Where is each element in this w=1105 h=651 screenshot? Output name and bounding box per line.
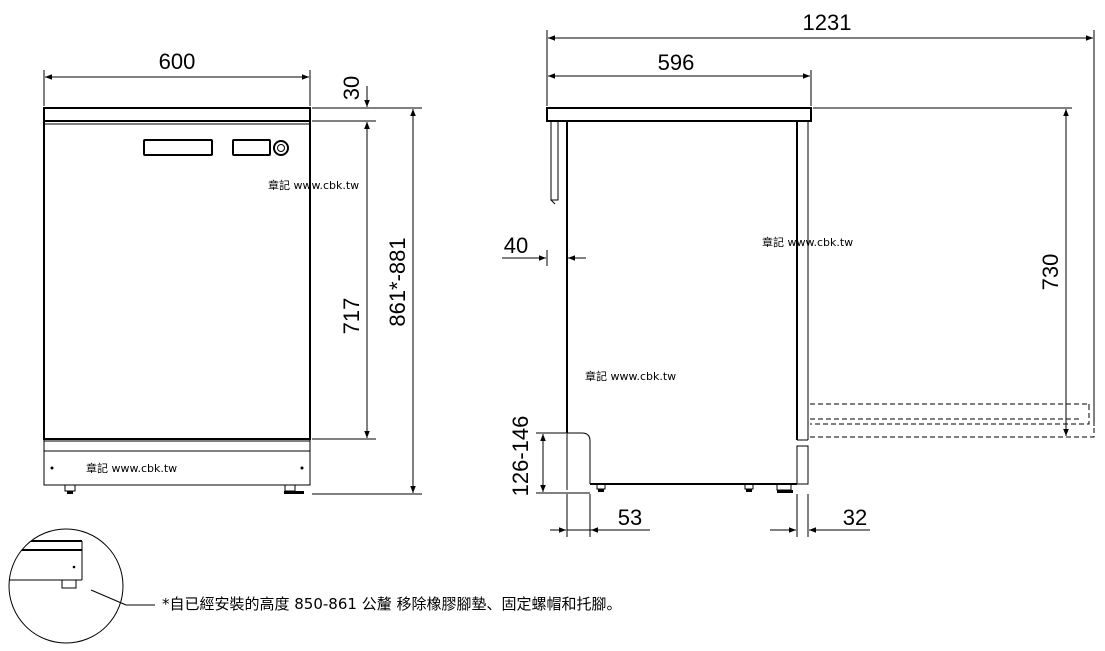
front-view: [43, 70, 422, 495]
dim-side-depth-open: 1231: [803, 10, 852, 35]
front-door: [43, 120, 311, 440]
watermark-front-bottom: 章記 www.cbk.tw: [86, 461, 177, 475]
dim-front-width: 600: [159, 49, 196, 74]
dim-door-open-height: 730: [1038, 254, 1063, 291]
watermark-front-top: 章記 www.cbk.tw: [268, 178, 359, 192]
footnote: *自已經安裝的高度 850-861 公釐 移除橡膠腳墊、固定螺帽和托腳。: [162, 595, 621, 613]
dim-plinth-inset: 53: [618, 505, 642, 530]
dim-total-height: 861*-881: [385, 237, 410, 326]
front-worktop: [43, 107, 311, 122]
front-plinth: [43, 450, 311, 486]
dim-top-thickness: 30: [339, 76, 364, 100]
dim-side-offset: 40: [504, 233, 528, 258]
dim-back-offset: 32: [843, 505, 867, 530]
front-program-display: [232, 139, 271, 156]
dim-side-depth: 596: [658, 50, 695, 75]
detail-circle: [8, 528, 155, 644]
dim-plinth-height: 126-146: [508, 416, 533, 497]
watermark-side-mid: 章記 www.cbk.tw: [585, 369, 676, 383]
front-foot-right: [284, 484, 296, 492]
front-power-knob: [273, 140, 289, 156]
side-worktop: [546, 107, 812, 122]
front-display-panel: [143, 139, 213, 156]
dim-front-height-inner: 717: [339, 298, 364, 335]
front-foot-left: [64, 484, 76, 492]
side-view: [502, 30, 1095, 537]
watermark-side-top: 章記 www.cbk.tw: [762, 235, 853, 249]
